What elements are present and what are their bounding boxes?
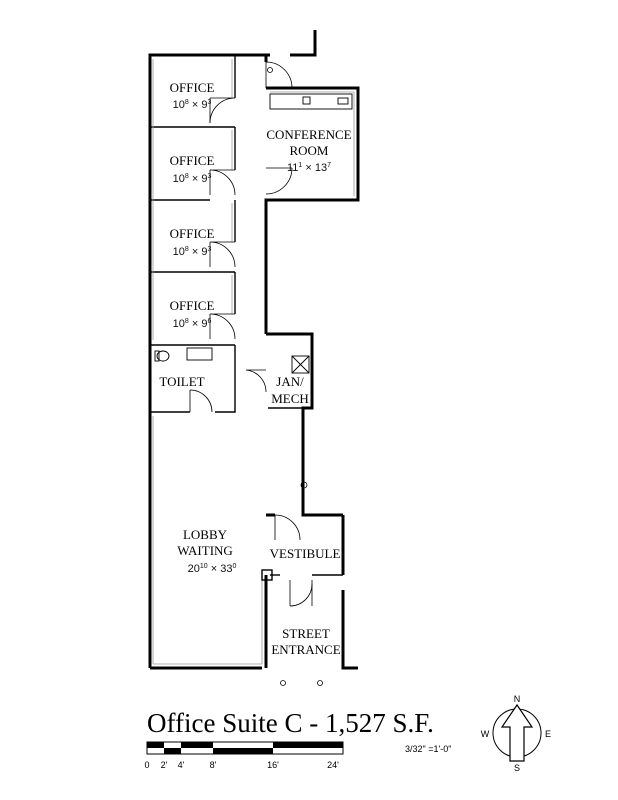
scale-tick-8: 8' <box>210 760 217 770</box>
compass-e: E <box>545 729 551 739</box>
vestibule-name: VESTIBULE <box>270 546 341 561</box>
scale-tick-2: 2' <box>161 760 168 770</box>
room-street-entrance: STREET ENTRANCE <box>271 626 340 657</box>
scale-tick-24: 24' <box>327 760 339 770</box>
room-office-3: OFFICE 108 × 93 <box>170 226 215 258</box>
office-4-name: OFFICE <box>170 298 215 313</box>
compass-n: N <box>514 694 521 704</box>
office-2-dimensions: 108 × 93 <box>173 173 212 185</box>
office-2-name: OFFICE <box>170 153 215 168</box>
office-3-name: OFFICE <box>170 226 215 241</box>
street-entrance-line1: STREET <box>282 626 330 641</box>
plan-title: Office Suite C - 1,527 S.F. <box>147 708 434 738</box>
scale-tick-labels: 0 2' 4' 8' 16' 24' <box>144 760 339 770</box>
jan-mech-line2: MECH <box>271 391 309 406</box>
conference-dimensions: 111 × 137 <box>287 162 331 174</box>
room-office-1: OFFICE 108 × 93 <box>170 80 215 111</box>
street-entrance-line2: ENTRANCE <box>271 642 340 657</box>
fixtures <box>154 93 353 581</box>
compass-w: W <box>481 729 490 739</box>
office-3-dimensions: 108 × 93 <box>173 246 212 258</box>
exterior-walls <box>148 30 360 670</box>
room-lobby: LOBBY WAITING 2010 × 330 <box>177 527 236 575</box>
office-1-name: OFFICE <box>170 80 215 95</box>
north-arrow-icon: N S E W <box>481 694 551 773</box>
room-office-4: OFFICE 108 × 96 <box>170 298 215 330</box>
lobby-name-line1: LOBBY <box>183 527 228 542</box>
room-vestibule: VESTIBULE <box>270 546 341 561</box>
office-1-dimensions: 108 × 93 <box>173 99 212 111</box>
interior-walls <box>150 55 355 665</box>
scale-tick-0: 0 <box>144 760 149 770</box>
scale-ratio: 3/32" =1'-0" <box>405 744 451 754</box>
lobby-dimensions: 2010 × 330 <box>188 563 237 575</box>
scale-tick-4: 4' <box>178 760 185 770</box>
room-conference: CONFERENCE ROOM 111 × 137 <box>266 127 351 174</box>
room-jan-mech: JAN/ MECH <box>271 374 309 406</box>
room-toilet: TOILET <box>159 374 204 389</box>
compass-s: S <box>514 763 520 773</box>
room-office-2: OFFICE 108 × 93 <box>170 153 215 185</box>
toilet-name: TOILET <box>159 374 204 389</box>
scale-tick-16: 16' <box>267 760 279 770</box>
scale-bar: 0 2' 4' 8' 16' 24' 3/32" =1'-0" <box>144 741 451 770</box>
jan-mech-line1: JAN/ <box>276 374 304 389</box>
doors <box>189 61 323 686</box>
conference-name-line2: ROOM <box>289 143 328 158</box>
office-4-dimensions: 108 × 96 <box>173 318 212 330</box>
lobby-name-line2: WAITING <box>177 543 233 558</box>
conference-name-line1: CONFERENCE <box>266 127 351 142</box>
